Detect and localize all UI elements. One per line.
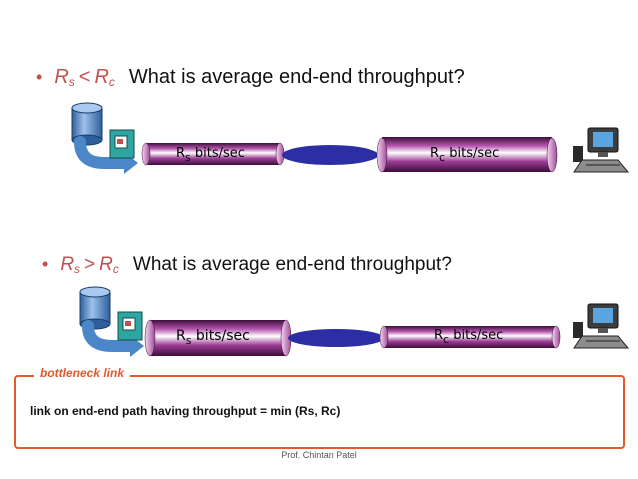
- question-text: What is average end-end throughput?: [132, 254, 452, 275]
- condition-label: Rs<Rc: [54, 66, 115, 89]
- bullet-dot: •: [42, 254, 49, 274]
- link-rc-row1: [376, 137, 558, 173]
- link-label-rc-row1: Rc bits/sec: [430, 146, 500, 164]
- connector-row2: [288, 329, 384, 347]
- link-label-rs-row1: Rs bits/sec: [176, 146, 245, 164]
- router-icon: [117, 311, 143, 341]
- connector-row1: [282, 145, 378, 165]
- bottleneck-definition: link on end-end path having throughput =…: [30, 404, 341, 418]
- link-label-rs-row2: Rs bits/sec: [176, 328, 250, 347]
- condition-label: Rs>Rc: [60, 254, 119, 276]
- blue-arrow: [74, 136, 134, 169]
- bullet-dot: •: [36, 67, 43, 87]
- workstation-icon: [573, 303, 630, 349]
- link-rc-row2: [379, 325, 561, 349]
- source-host-row2: [79, 286, 144, 357]
- footer-author: Prof. Chintan Patel: [281, 450, 357, 460]
- source-host-row1: [71, 102, 138, 174]
- bottleneck-box: [14, 375, 625, 449]
- link-label-rc-row2: Rc bits/sec: [434, 328, 504, 346]
- database-server-icon: [71, 102, 103, 146]
- database-server-icon: [79, 286, 111, 330]
- blue-arrow: [82, 320, 140, 352]
- link-rs-row1: [141, 142, 285, 166]
- bottleneck-title: bottleneck link: [34, 366, 131, 380]
- bullet-rs-greater-rc: • Rs>Rc What is average end-end throughp…: [42, 254, 452, 276]
- link-rs-row2: [144, 319, 292, 357]
- question-text: What is average end-end throughput?: [128, 66, 465, 88]
- bullet-rs-less-rc: • Rs<Rc What is average end-end throughp…: [36, 66, 465, 89]
- router-icon: [109, 129, 135, 159]
- workstation-icon: [573, 127, 630, 173]
